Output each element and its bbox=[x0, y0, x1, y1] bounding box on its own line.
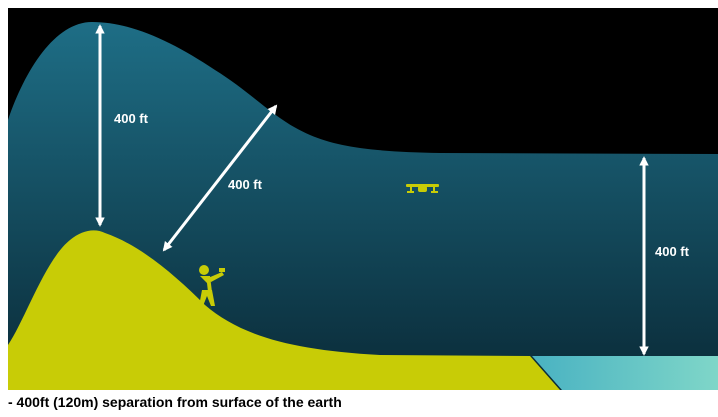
person-with-controller-icon bbox=[199, 265, 225, 306]
quadcopter-drone-icon bbox=[406, 184, 439, 193]
diagonal-arrow bbox=[162, 104, 278, 252]
caption-text: - 400ft (120m) separation from surface o… bbox=[8, 394, 342, 410]
diagonal-label: 400 ft bbox=[228, 177, 263, 192]
left-vertical-label: 400 ft bbox=[114, 111, 149, 126]
water-surface bbox=[532, 356, 718, 390]
terrain-hill bbox=[8, 230, 560, 390]
right-vertical-label: 400 ft bbox=[655, 244, 690, 259]
